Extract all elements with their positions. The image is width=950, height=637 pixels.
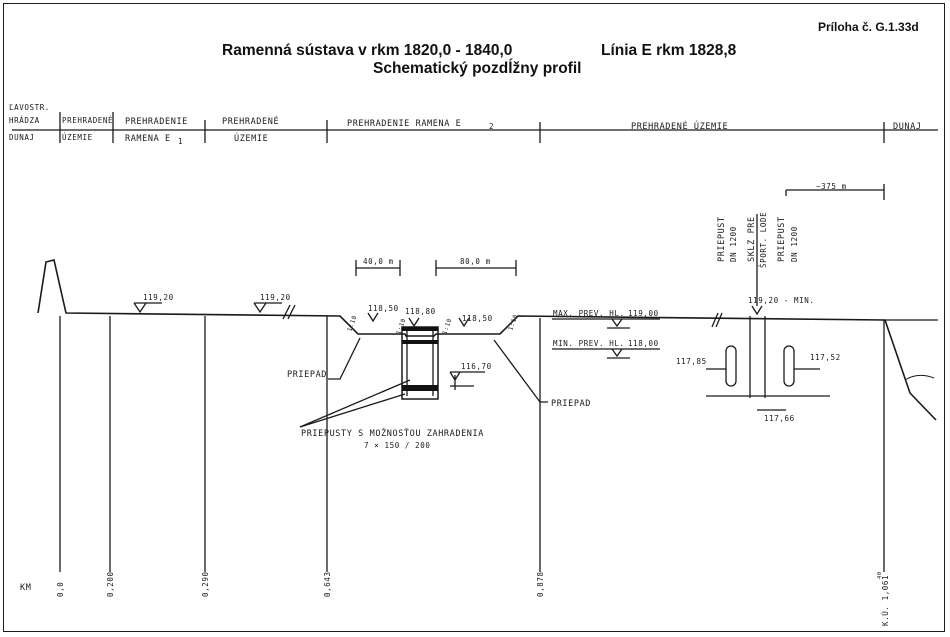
ramena-e2-sub: 2 [489,122,494,131]
vertical-priepust-2: PRIEPUST [777,216,787,262]
dunaj-right-label: DUNAJ [893,122,922,132]
drawing-title: Ramenná sústava v rkm 1820,0 - 1840,0 [222,42,513,59]
chainage-290: 0,290 [201,571,210,597]
km-label: KM [20,583,31,593]
priepusty-sub-label: 7 × 150 / 200 [364,441,431,450]
dimension-80m: 80,0 m [460,257,491,266]
prehradenie-e1-label: PREHRADENIE [125,117,188,127]
bottom-pipe-elevation: 117,66 [764,414,795,423]
chainage-200: 0,200 [106,571,115,597]
dimension-40m: 40,0 m [363,257,394,266]
dunaj-left-label: DUNAJ [9,133,35,142]
slope-3: 1:10 [441,317,453,335]
drawing-frame [3,3,945,632]
vertical-sklz: SKLZ PRE [747,216,757,262]
min-right-label: 119,20 - MIN. [748,296,815,305]
priepusty-label: PRIEPUSTY S MOŽNOSŤOU ZAHRADENIA [301,427,484,439]
chainage-878: 0,878 [536,571,545,597]
vertical-dn1200-2: DN 1200 [790,226,799,262]
prehradene-label: PREHRADENÉ [62,116,113,125]
slope-4: 1:10 [507,313,519,331]
line-title: Línia E rkm 1828,8 [601,42,737,59]
hradza-label: HRÁDZA [9,116,40,125]
vertical-sport-lode: ŠPORT. LODE [759,212,768,268]
max-level-label: MAX. PREV. HL. [553,309,625,318]
ramena-e1-sub: 1 [178,137,183,146]
right-pipe-elevation: 117,52 [810,353,841,362]
elevation-5: 118,50 [462,314,493,323]
prehradenie-e2-label: PREHRADENIE RAMENA E [347,119,461,129]
drawing-subtitle: Schematický pozdĺžny profil [373,60,582,77]
lavostr-label: ĽAVOSTR. [9,103,50,112]
chainage-end: K.Ú. 1,061 [881,575,890,626]
attachment-label: Príloha č. G.1.33d [818,20,919,34]
prehradene-uzemie-wide: PREHRADENÉ ÚZEMIE [631,120,728,132]
ramena-e1-label: RAMENA E [125,134,171,144]
elevation-1: 119,20 [143,293,174,302]
priepad-left-label: PRIEPAD [287,370,327,380]
vertical-dn1200-1: DN 1200 [729,226,738,262]
terrain-profile [37,259,937,421]
elevation-3: 118,50 [368,304,399,313]
min-level-label: MIN. PREV. HL. [553,339,625,348]
elevation-6: 116,70 [461,362,492,371]
chainage-643: 0,643 [323,571,332,597]
dimension-375m: ~375 m [816,182,847,191]
prehradene-uzemie-2: ÚZEMIE [234,132,268,144]
priepad-right-label: PRIEPAD [551,399,591,409]
prehradene-uzemie-1: PREHRADENÉ [222,115,279,127]
slope-1: 1:10 [346,314,358,332]
chainage-end-sup: 40 [877,571,883,579]
chainage-0: 0,0 [56,582,65,597]
max-level-value: 119,00 [628,309,659,318]
uzemie-label: ÚZEMIE [62,133,93,142]
left-pipe-elevation: 117,85 [676,357,707,366]
elevation-4: 118,80 [405,307,436,316]
vertical-priepust-1: PRIEPUST [717,216,727,262]
elevation-2: 119,20 [260,293,291,302]
min-level-value: 118,00 [628,339,659,348]
